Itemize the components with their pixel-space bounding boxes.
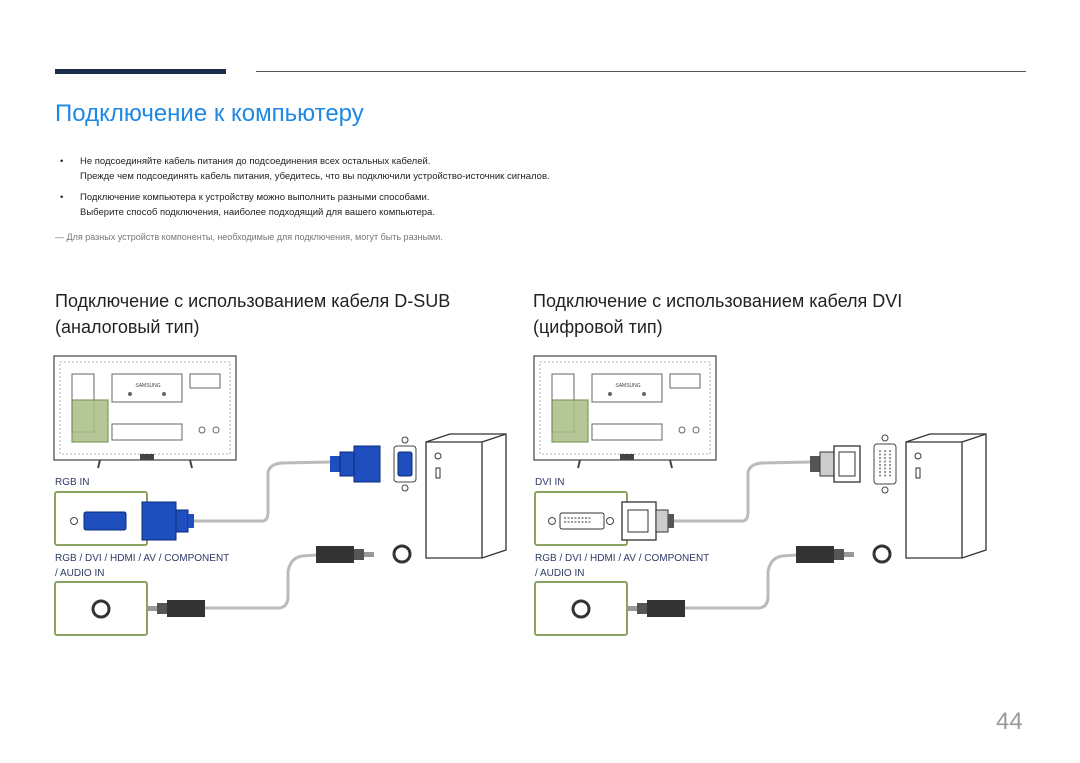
audio-label: RGB / DVI / HDMI / AV / COMPONENT [55, 553, 229, 564]
audio-plug-pc-icon [796, 546, 854, 563]
bullet-icon: • [60, 192, 64, 203]
vga-plug-icon [141, 501, 194, 541]
bullet-item: • Подключение компьютера к устройству мо… [58, 190, 550, 220]
pc-dvi-port-icon [873, 434, 897, 494]
audio-label: RGB / DVI / HDMI / AV / COMPONENT [535, 553, 709, 564]
header-rule [256, 71, 1026, 72]
page-title: Подключение к компьютеру [55, 100, 364, 127]
screw-icon [70, 517, 78, 525]
port-label-rgb-in: RGB IN [55, 477, 89, 488]
audio-cable [205, 553, 317, 610]
brand-logo-text: SAMSUNG [135, 383, 160, 389]
bullet-list: • Не подсоединяйте кабель питания до под… [58, 154, 550, 226]
dvi-connection-diagram: SAMSUNG DVI IN RGB / DVI / HDMI / AV / C… [533, 355, 897, 636]
section-title-dvi: Подключение с использованием кабеля DVI … [533, 291, 903, 337]
bullet-text: Не подсоединяйте кабель питания до подсо… [80, 156, 431, 167]
dsub-connection-diagram: SAMSUNG RGB IN RGB / DVI / HDMI / AV / C… [53, 355, 417, 636]
audio-in-port-highlight [534, 581, 628, 636]
brand-logo-text: SAMSUNG [615, 383, 640, 389]
audio-plug-icon [147, 600, 205, 617]
note-text: ― Для разных устройств компоненты, необх… [55, 232, 443, 242]
monitor-rear-icon: SAMSUNG [53, 355, 237, 469]
vga-cable [194, 460, 331, 523]
audio-jack-icon [571, 599, 591, 619]
pc-vga-port-icon [393, 436, 417, 492]
audio-plug-pc-icon [316, 546, 374, 563]
section-title-dsub: Подключение с использованием кабеля D-SU… [55, 291, 451, 337]
pc-tower-icon [425, 433, 507, 559]
audio-label: / AUDIO IN [55, 568, 104, 579]
dvi-plug-pc-icon [810, 445, 861, 483]
bullet-text: Подключение компьютера к устройству можн… [80, 192, 430, 203]
dvi-plug-icon [621, 501, 674, 541]
audio-in-port-highlight [54, 581, 148, 636]
bullet-text: Прежде чем подсоединять кабель питания, … [80, 171, 550, 182]
header-accent-bar [55, 69, 226, 74]
note-dash-icon: ― [55, 232, 64, 242]
audio-jack-icon [91, 599, 111, 619]
screw-icon [548, 517, 556, 525]
pc-audio-jack-icon [872, 544, 892, 564]
page-number: 44 [996, 708, 1023, 735]
bullet-icon: • [60, 156, 64, 167]
audio-label: / AUDIO IN [535, 568, 584, 579]
monitor-rear-icon: SAMSUNG [533, 355, 717, 469]
vga-plug-pc-icon [330, 445, 381, 483]
dvi-port-icon [559, 512, 605, 530]
screw-icon [606, 517, 614, 525]
audio-cable [685, 553, 797, 610]
vga-port-icon [83, 511, 127, 531]
bullet-item: • Не подсоединяйте кабель питания до под… [58, 154, 550, 184]
port-label-dvi-in: DVI IN [535, 477, 564, 488]
pc-audio-jack-icon [392, 544, 412, 564]
audio-plug-icon [627, 600, 685, 617]
dvi-cable [674, 460, 811, 523]
bullet-text: Выберите способ подключения, наиболее по… [80, 207, 435, 218]
pc-tower-icon [905, 433, 987, 559]
